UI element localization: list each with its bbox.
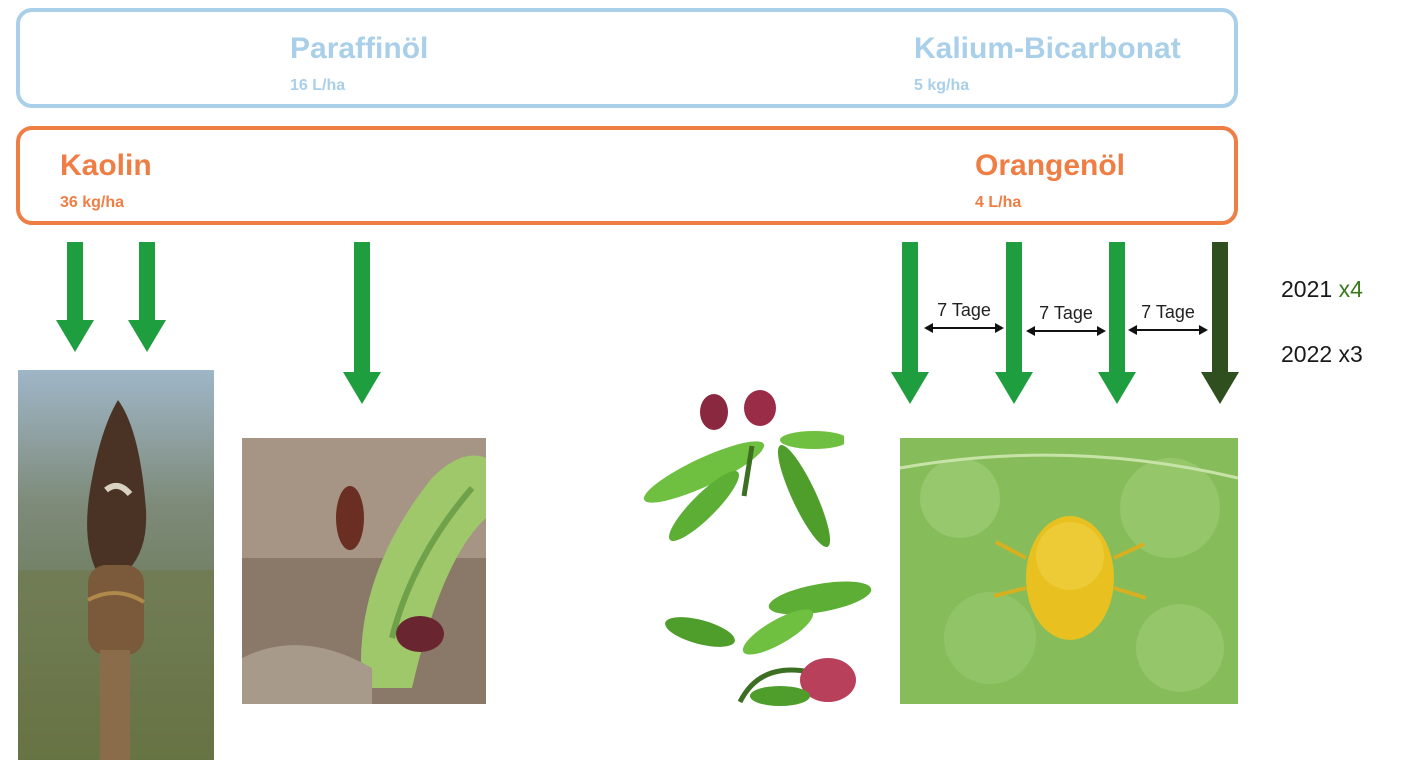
dose-kaolin: 36 kg/ha (60, 194, 124, 212)
photo-mite-microscope (900, 438, 1238, 704)
interval-2-label: 7 Tage (1026, 303, 1106, 324)
label-paraffinoel: Paraffinöl (290, 32, 428, 66)
label-kalium-bicarbonat: Kalium-Bicarbonat (914, 32, 1181, 66)
photo-fruitlets-lower (660, 572, 874, 718)
legend-2021-year: 2021 (1281, 276, 1332, 302)
interval-3: 7 Tage (1128, 302, 1208, 342)
application-arrow-2 (128, 242, 166, 354)
label-orangenoel: Orangenöl (975, 149, 1125, 183)
double-arrow-icon (1128, 323, 1208, 337)
application-arrow-3 (343, 242, 381, 406)
double-arrow-icon (1026, 324, 1106, 338)
legend-2022: 2022 x3 (1281, 341, 1363, 368)
legend-2021-count: x4 (1339, 276, 1363, 302)
interval-1-label: 7 Tage (924, 300, 1004, 321)
photo-fruitlets-upper (634, 386, 844, 556)
interval-3-label: 7 Tage (1128, 302, 1208, 323)
dose-orangenoel: 4 L/ha (975, 194, 1021, 212)
double-arrow-icon (924, 321, 1004, 335)
application-arrow-1 (56, 242, 94, 354)
interval-1: 7 Tage (924, 300, 1004, 340)
photo-pear-bud (18, 370, 214, 760)
label-kaolin: Kaolin (60, 149, 152, 183)
dose-paraffinoel: 16 L/ha (290, 77, 345, 95)
interval-2: 7 Tage (1026, 303, 1106, 343)
photo-emerging-leaf (242, 438, 486, 704)
legend-2021: 2021 x4 (1281, 276, 1363, 303)
dose-kalium-bicarbonat: 5 kg/ha (914, 77, 969, 95)
